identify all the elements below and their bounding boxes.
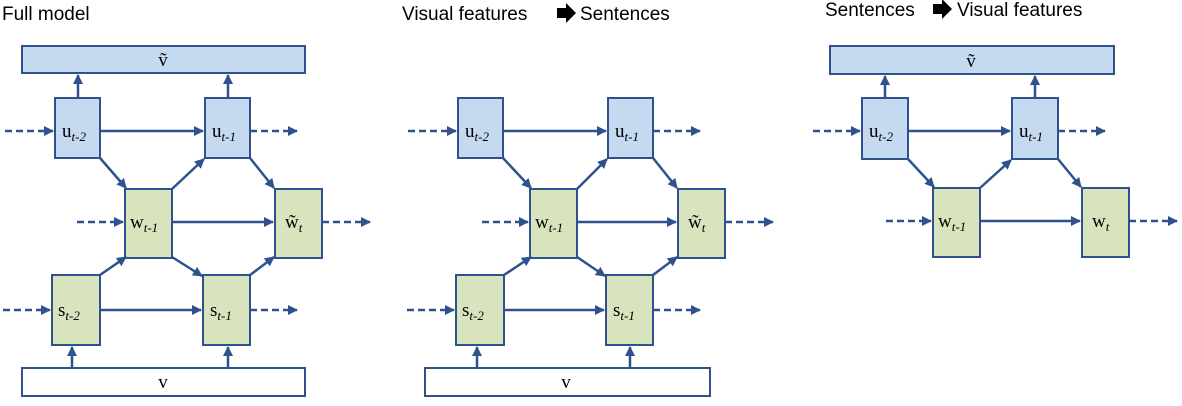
edge-s-t2-w-t1 <box>503 255 532 277</box>
node-s-t1-box <box>605 274 654 346</box>
panel-title-sentences-to-visual-right: Visual features <box>957 0 1082 21</box>
node-w-tilde-t-label: w̃t <box>285 212 303 235</box>
node-w-t1-label: wt-1 <box>130 212 158 235</box>
title-arrow-icon <box>557 3 576 23</box>
edge-u-t2-w-t1 <box>99 157 127 189</box>
node-s-t2-box <box>455 274 505 346</box>
edge-w-t1-u-t1 <box>979 159 1012 189</box>
edge-u-t2-w-t1 <box>907 158 935 188</box>
panel-sentences-to-visual: Sentences Visual features ṽ ut-2 ut-1 wt… <box>813 0 1178 258</box>
node-w-t1-label: wt-1 <box>535 212 563 235</box>
node-w-tilde-t-label: w̃t <box>688 212 706 235</box>
node-u-t1-label: ut-1 <box>1019 121 1043 144</box>
node-u-t1-box <box>1011 97 1059 160</box>
node-v-label: v <box>158 372 168 393</box>
node-w-t1-label: wt-1 <box>938 211 966 234</box>
edge-w-t1-u-t1 <box>171 158 205 190</box>
node-u-t1-box <box>204 97 251 159</box>
panel-title-full-model: Full model <box>2 4 90 25</box>
panel-title-sentences-to-visual-left: Sentences <box>825 0 915 21</box>
node-s-t1-label: st-1 <box>613 300 635 323</box>
edge-u-t1-w-t <box>652 157 678 189</box>
edge-w-t1-s-t1 <box>171 255 203 278</box>
node-s-t2-label: st-2 <box>58 300 80 323</box>
edges-full-model <box>3 74 371 368</box>
node-v-tilde-box <box>829 45 1115 75</box>
node-u-t1-label: ut-1 <box>615 121 639 144</box>
panel-title-visual-to-sentences-right: Sentences <box>580 4 670 25</box>
node-w-tilde-t-box <box>677 188 726 259</box>
node-v-box <box>424 367 711 397</box>
edge-u-t2-w-t1 <box>502 157 532 189</box>
node-w-t-label: wt <box>1092 211 1110 234</box>
node-u-t2-box <box>861 97 909 160</box>
edge-w-t1-s-t1 <box>576 255 606 278</box>
node-s-t2-label: st-2 <box>462 300 484 323</box>
panel-title-visual-to-sentences-left: Visual features <box>402 4 527 25</box>
title-arrow-icon <box>933 0 952 19</box>
node-v-tilde-label: ṽ <box>966 51 976 72</box>
edge-s-t1-w-t <box>652 256 678 276</box>
node-u-t2-box <box>54 97 101 159</box>
node-v-box <box>21 367 306 397</box>
node-w-t1-box <box>529 188 578 259</box>
edge-w-t1-u-t1 <box>576 158 608 190</box>
node-u-t2-label: ut-2 <box>465 121 489 144</box>
edges-sentences-to-visual <box>813 75 1178 226</box>
node-u-t1-label: ut-1 <box>212 121 236 144</box>
node-v-tilde-label: ṽ <box>158 50 168 71</box>
node-w-t1-box <box>932 187 981 258</box>
node-w-t1-box <box>124 188 173 259</box>
node-v-tilde-box <box>21 45 306 74</box>
node-v-label: v <box>561 372 571 393</box>
edge-u-t1-w-t <box>249 157 275 189</box>
panel-visual-to-sentences: Visual features Sentences ut-2 ut-1 wt-1… <box>402 3 774 397</box>
node-s-t2-box <box>51 274 101 346</box>
edge-s-t1-w-t <box>249 256 275 276</box>
node-u-t2-label: ut-2 <box>869 121 893 144</box>
edges-visual-to-sentences <box>407 126 774 368</box>
edge-s-t2-w-t1 <box>99 255 127 277</box>
edge-u-t1-w-t <box>1057 158 1082 188</box>
panel-full-model: Full model ṽ ut-2 ut-1 wt-1 w̃t st-2 st-… <box>2 4 371 397</box>
node-w-tilde-t-box <box>274 188 323 259</box>
node-u-t1-box <box>607 97 654 159</box>
node-w-t-box <box>1081 187 1130 258</box>
node-s-t1-label: st-1 <box>210 300 232 323</box>
node-u-t2-box <box>457 97 504 159</box>
node-u-t2-label: ut-2 <box>62 121 86 144</box>
